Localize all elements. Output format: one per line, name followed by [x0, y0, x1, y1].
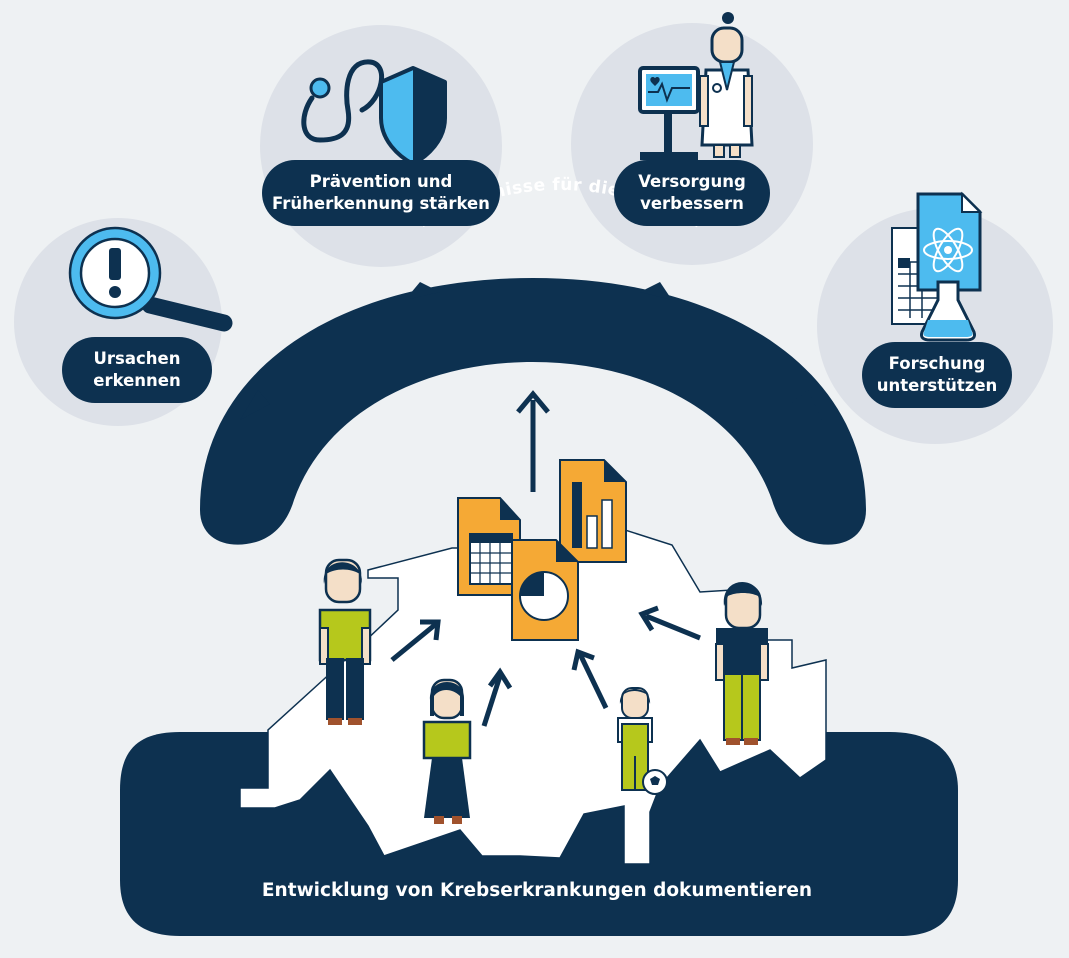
person-man-dark-shirt: [715, 582, 769, 745]
goal-line1: Prävention und: [309, 172, 453, 191]
goal-line2: verbessern: [640, 194, 744, 213]
person-woman-lime-shirt: [318, 558, 372, 725]
goal-line2: erkennen: [93, 371, 181, 390]
goal-line1: Forschung: [888, 354, 986, 373]
goal-pill-forschung: Forschung unterstützen: [862, 342, 1012, 408]
magnifier-exclamation-icon: [68, 226, 233, 332]
goal-line1: Ursachen: [93, 349, 181, 368]
switzerland-map: [239, 521, 827, 865]
person-woman-long-skirt: [422, 678, 472, 824]
goal-line2: unterstützen: [876, 376, 998, 395]
goal-pill-versorgung: Versorgung verbessern: [614, 160, 770, 226]
base-label: Entwicklung von Krebserkrankungen dokume…: [261, 880, 813, 901]
goal-line2: Früherkennung stärken: [272, 194, 490, 213]
research-documents-flask-icon: [891, 191, 983, 342]
bar-chart-document-icon: [559, 459, 627, 563]
goal-line1: Versorgung: [638, 172, 746, 191]
spreadsheet-document-icon: [457, 497, 521, 596]
data-flow-arrows: [390, 605, 701, 727]
pie-chart-document-icon: [511, 539, 579, 641]
person-child-with-ball: [617, 687, 668, 795]
goal-pill-praevention: Prävention und Früherkennung stärken: [262, 160, 500, 226]
up-arrow-icon: [516, 390, 550, 492]
knowledge-arch: [200, 278, 866, 545]
doctor-monitor-icon: [638, 12, 754, 160]
stethoscope-shield-icon: [301, 59, 447, 166]
goal-pill-ursachen: Ursachen erkennen: [62, 337, 212, 403]
goal-circle-praevention: [260, 25, 502, 267]
